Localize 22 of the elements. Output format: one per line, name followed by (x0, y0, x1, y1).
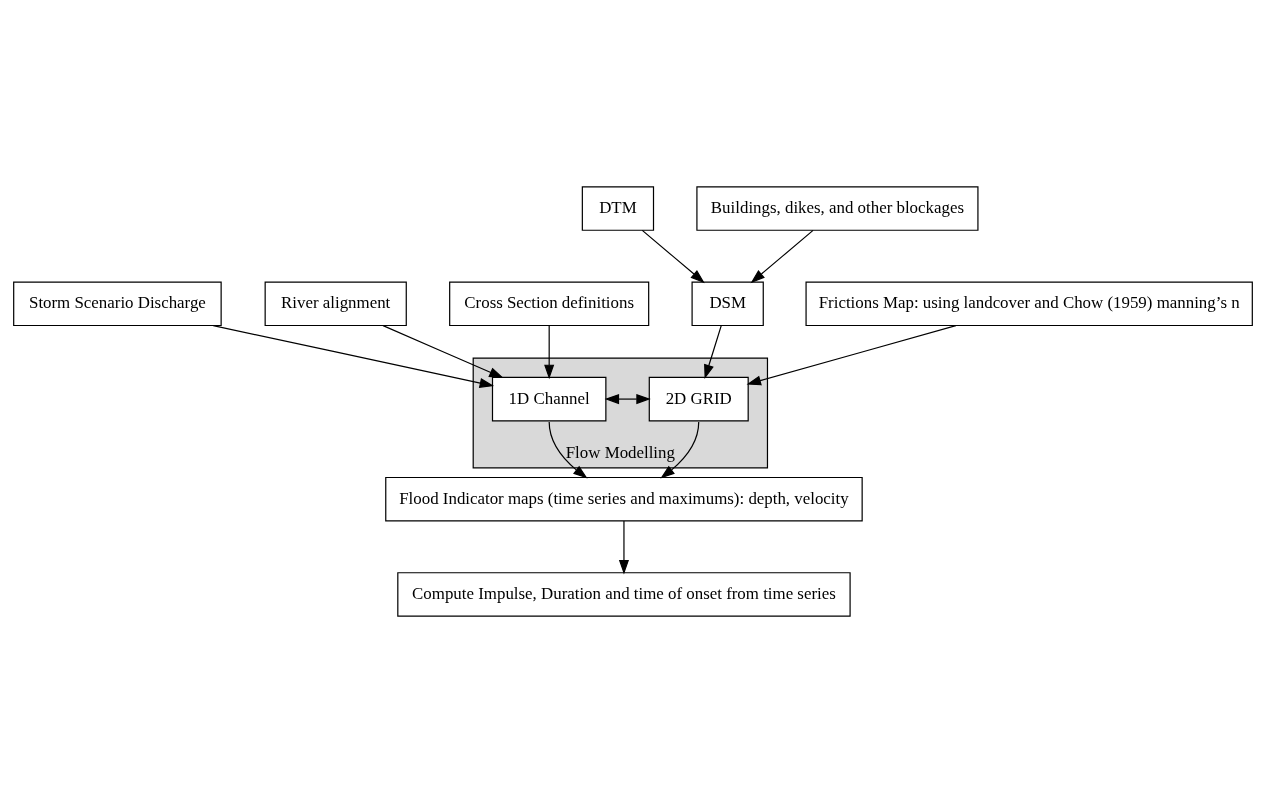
arrow (548, 421, 588, 479)
arrow (544, 325, 555, 380)
arrow (750, 229, 814, 284)
node-box: Frictions Map: using landcover and Chow (1959) manning’s n (805, 281, 1253, 327)
node-box: Cross Section definitions (449, 281, 650, 327)
node-box: DSM (691, 281, 764, 327)
arrow (660, 421, 700, 479)
node-box: 2D GRID (648, 376, 749, 422)
arrow (212, 325, 495, 388)
node-box: Buildings, dikes, and other blockages (696, 186, 979, 231)
arrow (618, 520, 630, 575)
arrow (382, 325, 504, 379)
arrow (704, 325, 722, 380)
arrow (746, 325, 957, 386)
node-box: 1D Channel (491, 376, 607, 422)
arrow (604, 394, 651, 405)
node-box: Flood Indicator maps (time series and maximums): depth, velocity (385, 476, 863, 522)
node-box: Compute Impulse, Duration and time of onset from time series (397, 572, 851, 617)
node-box: Storm Scenario Discharge (13, 281, 222, 327)
arrow (641, 229, 705, 284)
node-box: River alignment (264, 281, 407, 327)
node-box: DTM (581, 186, 655, 231)
